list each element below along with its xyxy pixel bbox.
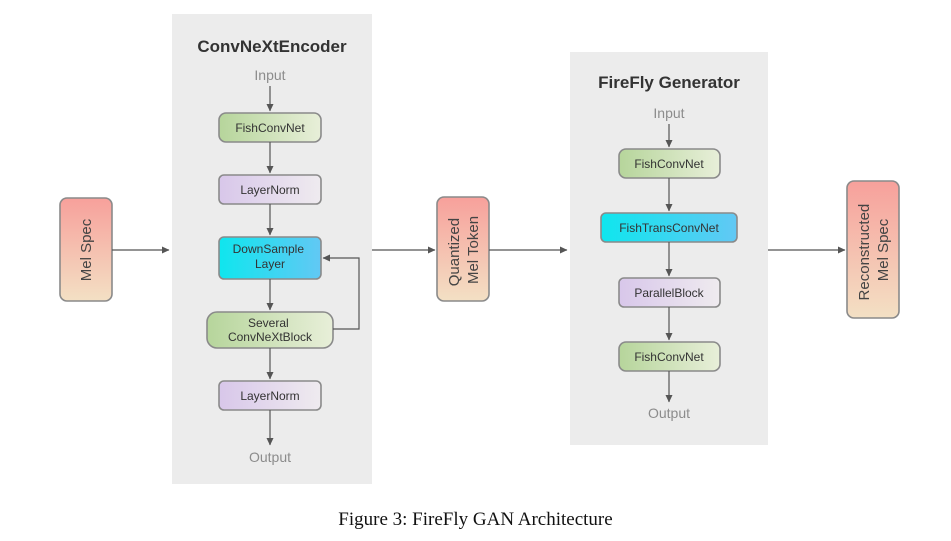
encoder-layernorm-label: LayerNorm <box>240 183 299 197</box>
encoder-title: ConvNeXtEncoder <box>197 37 347 56</box>
quantized-token-label: Quantized Mel Token <box>446 214 482 287</box>
encoder-loop-edge <box>322 254 360 330</box>
generator-parallelblock-label: ParallelBlock <box>634 286 704 300</box>
quantized-token-block <box>436 196 490 302</box>
mel-spec-label: Mel Spec <box>78 218 95 281</box>
figure-caption: Figure 3: FireFly GAN Architecture <box>338 509 613 530</box>
generator-input-label: Input <box>653 105 684 121</box>
encoder-convnextblock-label: Several ConvNeXtBlock <box>228 316 313 344</box>
encoder-output-label: Output <box>249 449 291 465</box>
reconstructed-label: Reconstructed Mel Spec <box>856 200 892 301</box>
generator-fishconvnet-label: FishConvNet <box>634 157 704 171</box>
encoder-layernorm2-label: LayerNorm <box>240 389 299 403</box>
generator-output-label: Output <box>648 405 690 421</box>
generator-title: FireFly Generator <box>598 73 740 92</box>
generator-fishconvnet2-label: FishConvNet <box>634 350 704 364</box>
reconstructed-block <box>846 180 900 319</box>
generator-fishtransconvnet-label: FishTransConvNet <box>619 221 719 235</box>
encoder-fishconvnet-label: FishConvNet <box>235 121 305 135</box>
encoder-input-label: Input <box>254 67 285 83</box>
encoder-downsample-label: DownSample Layer <box>233 242 308 271</box>
